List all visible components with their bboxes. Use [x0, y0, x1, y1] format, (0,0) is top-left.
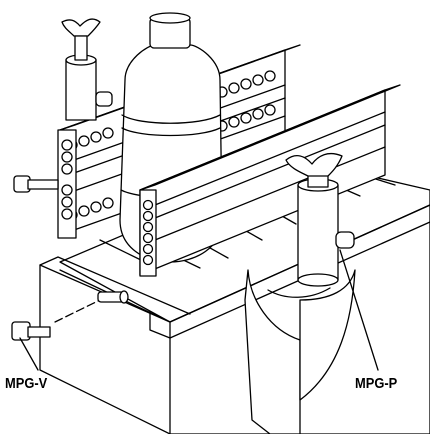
label-mpg-p: MPG-P [355, 375, 398, 392]
front-roller-guide [57, 84, 401, 277]
leader-lines [19, 249, 379, 371]
label-mpg-v: MPG-V [5, 375, 48, 392]
t-bolt-icon [11, 175, 129, 341]
back-star-knob [61, 18, 113, 121]
front-star-knob [285, 152, 355, 287]
